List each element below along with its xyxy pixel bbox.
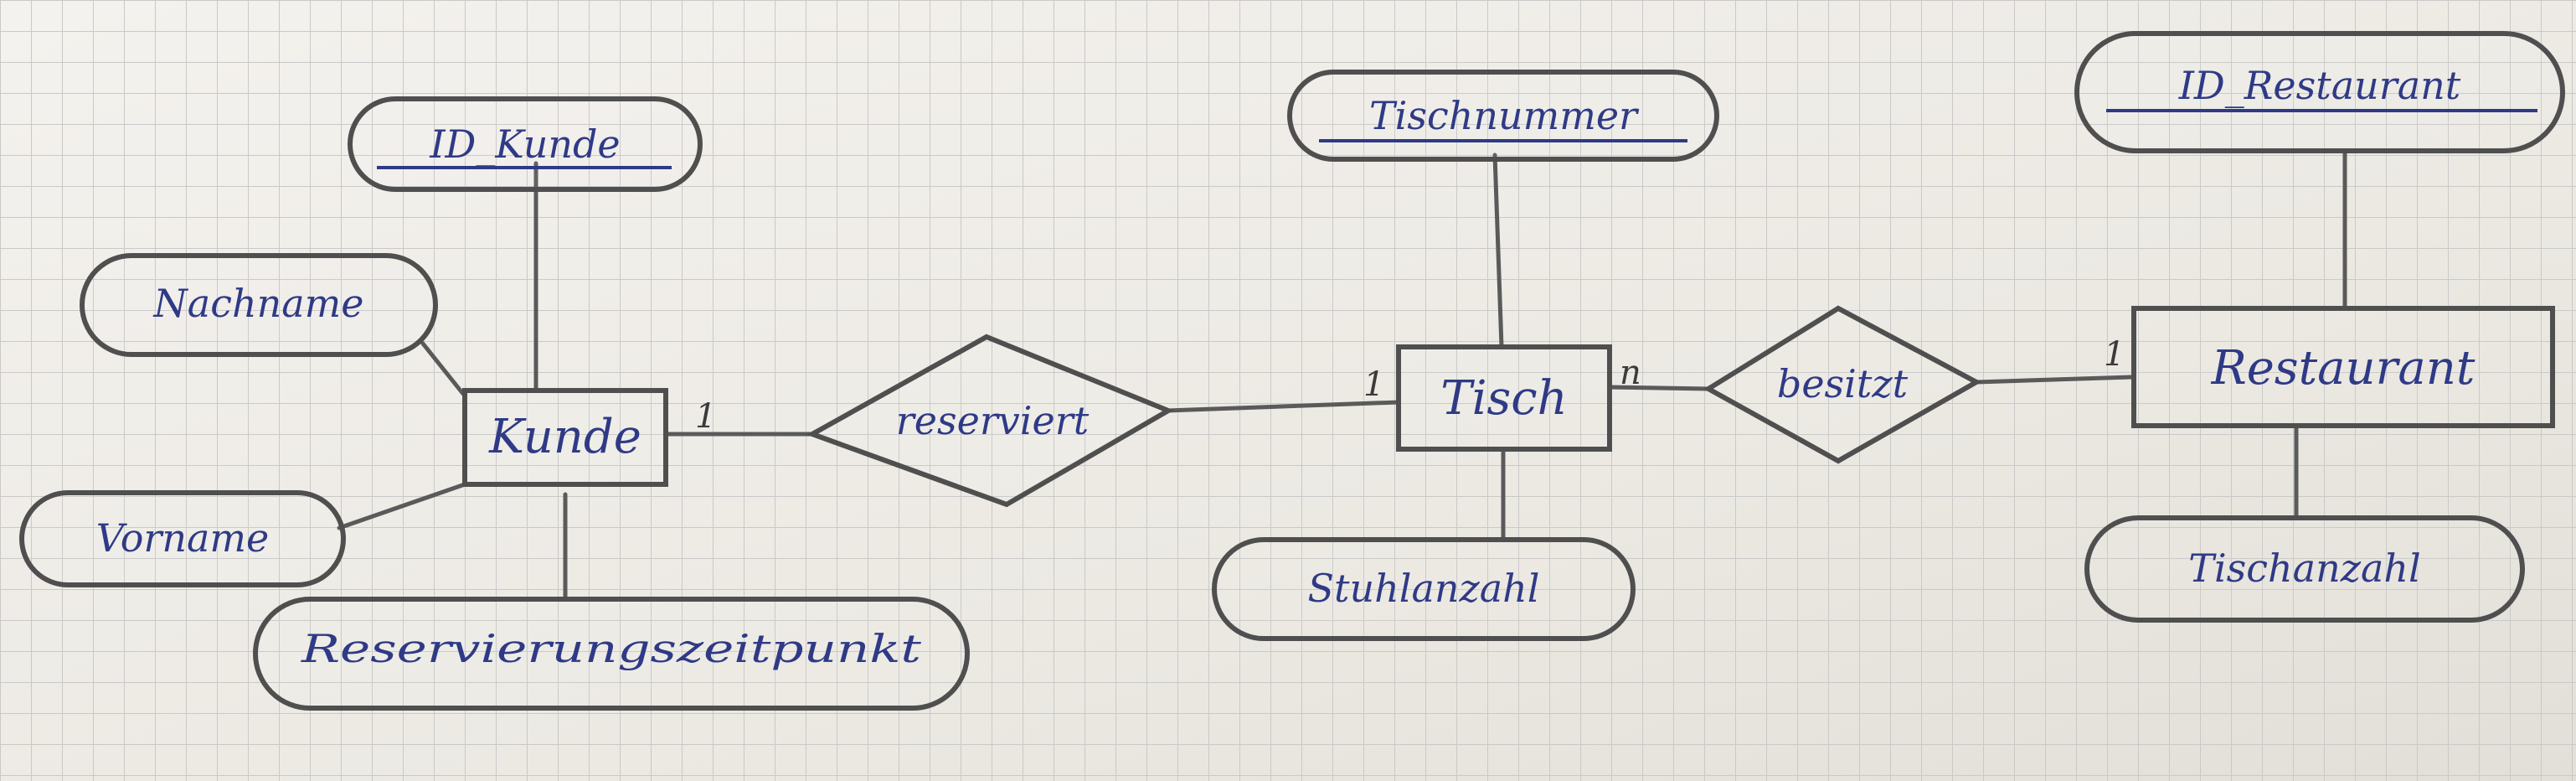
entity-restaurant: Restaurant <box>2131 306 2555 428</box>
relationship-diamond-besitzt <box>1703 305 1982 464</box>
attribute-reservierungszeitpunkt: Reservierungszeitpunkt <box>253 597 970 711</box>
connector-lines <box>337 148 2347 602</box>
attribute-ellipse-id-restaurant <box>2074 31 2565 153</box>
relationship-label-reserviert: reserviert <box>896 398 1090 443</box>
line-tisch-besitzt <box>1607 385 1711 391</box>
entity-label-tisch: Tisch <box>1440 371 1567 426</box>
attribute-label-reservierungszeitpunkt: Reservierungszeitpunkt <box>301 626 922 671</box>
attribute-ellipse-reservierungszeitpunkt <box>253 597 970 711</box>
attribute-ellipse-tischnummer <box>1287 70 1719 162</box>
line-nachname-kunde <box>420 341 466 396</box>
attribute-ellipse-stuhlanzahl <box>1212 537 1636 641</box>
entity-box-tisch <box>1396 344 1612 452</box>
cardinality-kunde-reserviert: 1 <box>695 397 716 436</box>
attribute-id-kunde: ID_Kunde <box>348 96 703 192</box>
attribute-label-tischnummer: Tischnummer <box>1369 93 1640 138</box>
entity-box-kunde <box>462 388 668 487</box>
entity-tisch: Tisch <box>1396 344 1612 452</box>
attribute-ellipse-tischanzahl <box>2084 515 2525 623</box>
entity-label-restaurant: Restaurant <box>2211 341 2476 396</box>
cardinality-restaurant-besitzt: 1 <box>2104 335 2125 374</box>
entity-box-restaurant <box>2131 306 2555 428</box>
attribute-stuhlanzahl: Stuhlanzahl <box>1212 537 1636 641</box>
attribute-ellipse-nachname <box>80 253 438 357</box>
attribute-label-nachname: Nachname <box>153 281 364 326</box>
relationship-label-besitzt: besitzt <box>1777 361 1909 406</box>
relationship-diamond-reserviert <box>806 334 1174 508</box>
entity-kunde: Kunde <box>462 388 668 487</box>
cardinality-tisch-reserviert: 1 <box>1363 365 1384 404</box>
attribute-label-tischanzahl: Tischanzahl <box>2188 546 2420 591</box>
attribute-label-id-kunde: ID_Kunde <box>429 122 620 167</box>
attribute-id-restaurant: ID_Restaurant <box>2074 31 2565 153</box>
line-besitzt-restaurant <box>1974 375 2134 385</box>
attribute-nachname: Nachname <box>80 253 438 357</box>
attribute-tischanzahl: Tischanzahl <box>2084 515 2525 623</box>
relationship-reserviert: reserviert <box>806 334 1174 508</box>
attribute-vorname: Vorname <box>19 490 346 587</box>
line-vorname-kunde <box>337 482 467 530</box>
attribute-label-vorname: Vorname <box>96 515 270 561</box>
line-reserviert-tisch <box>1166 400 1401 413</box>
attribute-label-id-restaurant: ID_Restaurant <box>2178 63 2461 108</box>
attribute-tischnummer: Tischnummer <box>1287 70 1719 162</box>
cardinality-tisch-besitzt: n <box>1620 354 1641 392</box>
entity-label-kunde: Kunde <box>488 410 641 464</box>
relationship-besitzt: besitzt <box>1703 305 1982 464</box>
line-tischnummer-tisch <box>1492 153 1504 349</box>
attribute-ellipse-vorname <box>19 490 346 587</box>
attribute-label-stuhlanzahl: Stuhlanzahl <box>1307 566 1539 611</box>
